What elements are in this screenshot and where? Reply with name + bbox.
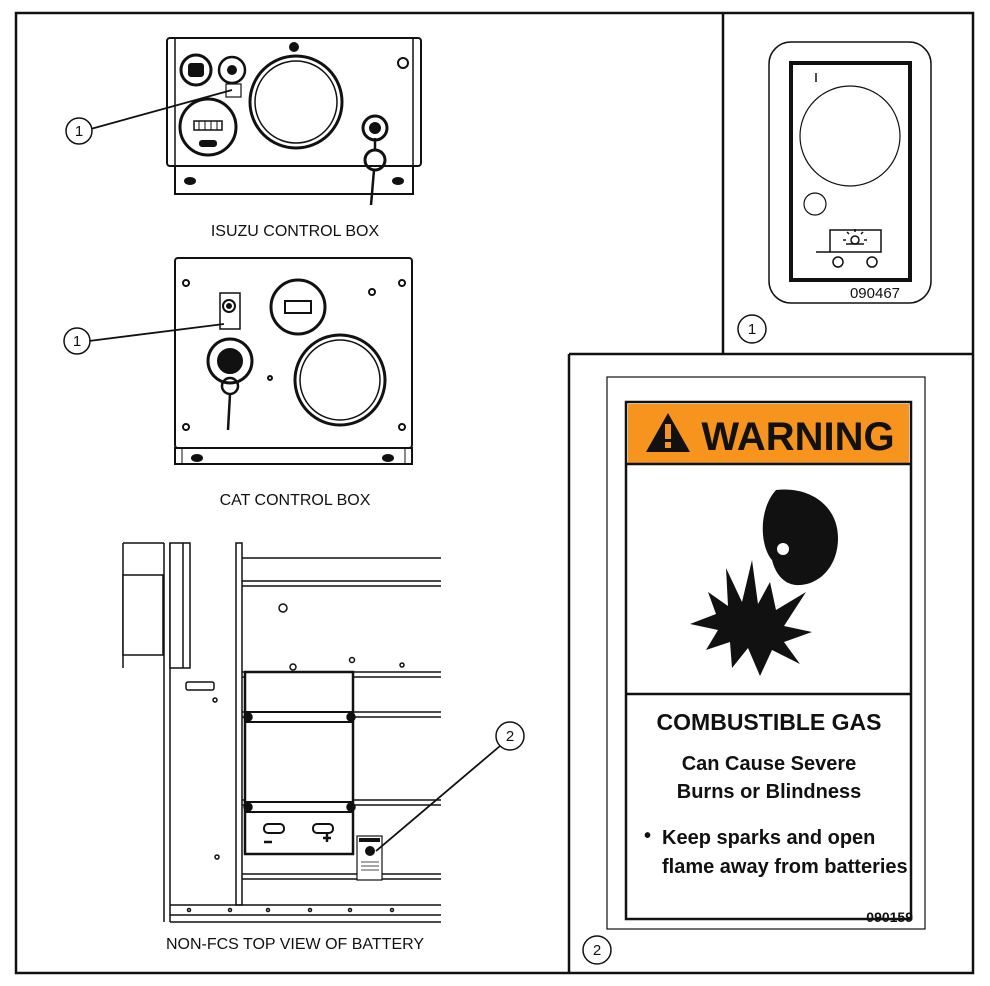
- callout-1-cat-number: 1: [73, 333, 81, 350]
- warning-header-text: WARNING: [701, 415, 894, 459]
- warning-decal-090159: WARNING COMBUSTIBLE GAS Can Cause Severe…: [606, 376, 926, 930]
- warning-decal-code: 090159: [866, 909, 913, 925]
- warning-instruction2: flame away from batteries: [662, 856, 908, 878]
- isuzu-control-box: [166, 37, 422, 206]
- cat-mount-flange: [174, 447, 413, 465]
- warning-instruction1: Keep sparks and open: [662, 827, 875, 849]
- callout-2-decal: 2: [582, 935, 612, 965]
- callout-1-cat: 1: [63, 327, 91, 355]
- panel-frames: [14, 11, 975, 975]
- alert-triangle-icon: [646, 413, 690, 452]
- battery-body: [243, 670, 355, 856]
- decal-090467: 090467: [768, 41, 932, 304]
- callout-1-decal: 1: [737, 314, 767, 344]
- callout-1-isuzu: 1: [65, 117, 93, 145]
- battery-leader-line: [375, 745, 501, 852]
- warning-line1: Can Cause Severe: [682, 753, 857, 775]
- explosion-icon: [690, 489, 838, 676]
- cat-control-box: [174, 257, 413, 465]
- decal-090467-code: 090467: [850, 285, 900, 302]
- mini-warning-decal: [356, 835, 383, 881]
- warning-hazard-text: COMBUSTIBLE GAS: [657, 709, 882, 735]
- callout-1-decal-number: 1: [748, 321, 756, 338]
- callout-1-isuzu-number: 1: [75, 123, 83, 140]
- battery-label: NON-FCS TOP VIEW OF BATTERY: [166, 936, 424, 953]
- engine-light-icon: [816, 229, 882, 268]
- battery-top-view: [122, 542, 441, 923]
- callout-2-battery: 2: [495, 721, 525, 751]
- outer-frame: [14, 11, 975, 975]
- warning-bullet: •: [644, 825, 651, 847]
- callout-2-battery-number: 2: [506, 728, 514, 745]
- cat-leader-line: [88, 323, 225, 342]
- isuzu-label: ISUZU CONTROL BOX: [211, 223, 380, 240]
- callout-2-decal-number: 2: [593, 942, 601, 959]
- isuzu-leader-line: [86, 89, 233, 131]
- cat-label: CAT CONTROL BOX: [220, 492, 371, 509]
- warning-line2: Burns or Blindness: [677, 781, 861, 803]
